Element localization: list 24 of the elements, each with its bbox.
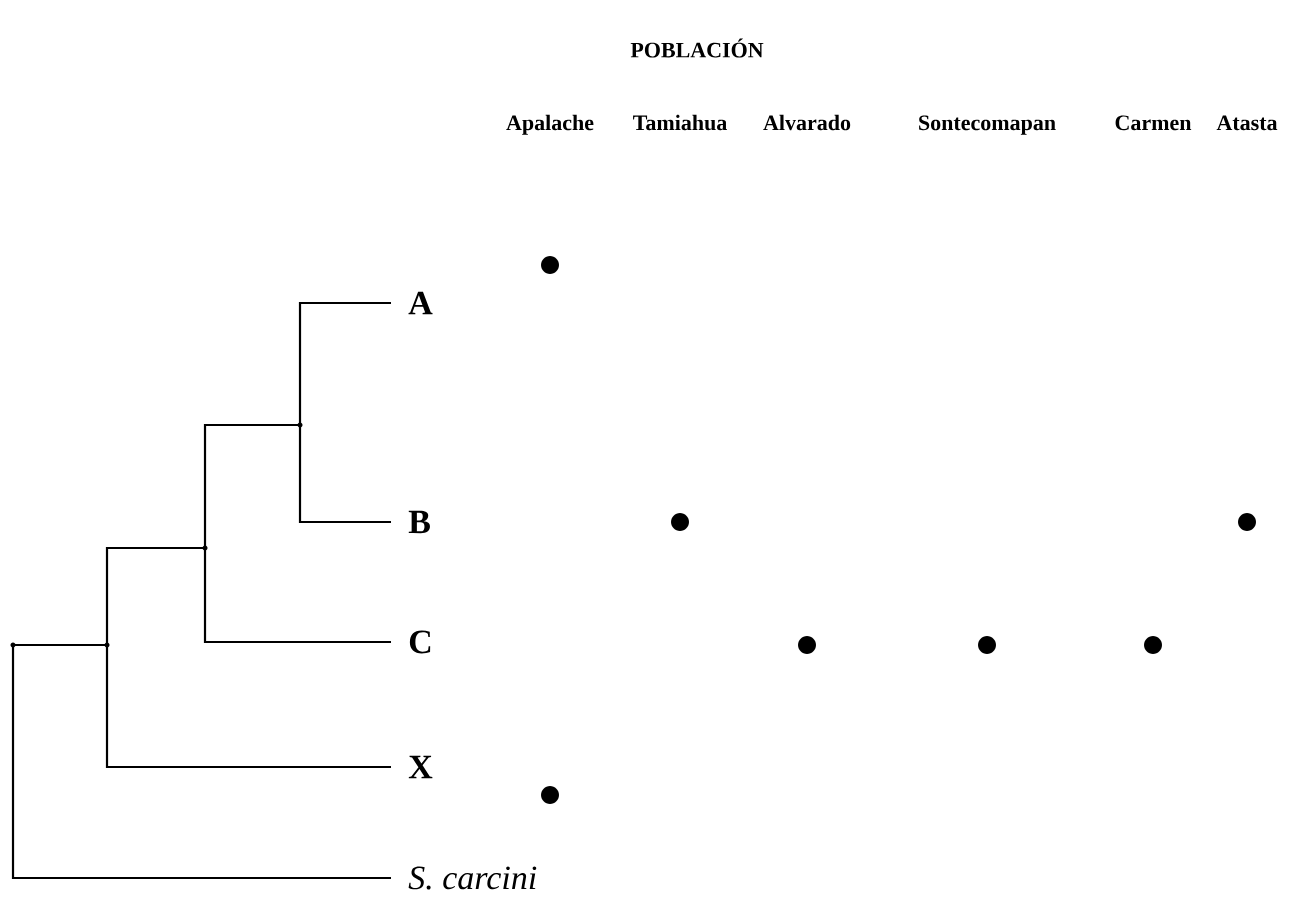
column-header: Carmen bbox=[1115, 115, 1192, 131]
branch-line bbox=[298, 425, 391, 524]
branch-line bbox=[298, 301, 391, 425]
column-header: Atasta bbox=[1216, 115, 1278, 131]
branch-line bbox=[203, 423, 300, 548]
column-header: Alvarado bbox=[763, 114, 851, 131]
leaf-label: X bbox=[408, 755, 433, 779]
branch-line bbox=[13, 643, 107, 647]
branch-junction bbox=[104, 642, 110, 648]
branch-line bbox=[203, 548, 391, 644]
branch-line bbox=[11, 645, 391, 880]
leaf-label: C bbox=[409, 630, 431, 654]
branch-line bbox=[105, 645, 391, 769]
column-header: Tamiahua bbox=[633, 114, 727, 131]
branch-junction bbox=[202, 545, 208, 551]
branch-line bbox=[105, 546, 205, 645]
branch-junction bbox=[297, 422, 303, 428]
branch-junction bbox=[10, 642, 16, 648]
leaf-label: S. carcini bbox=[408, 866, 537, 890]
column-header: Sontecomapan bbox=[919, 115, 1056, 135]
title: POBLACIÓN bbox=[630, 38, 764, 58]
leaf-label: A bbox=[408, 291, 433, 315]
leaf-label: B bbox=[408, 510, 430, 534]
column-header: Apalache bbox=[506, 114, 594, 135]
